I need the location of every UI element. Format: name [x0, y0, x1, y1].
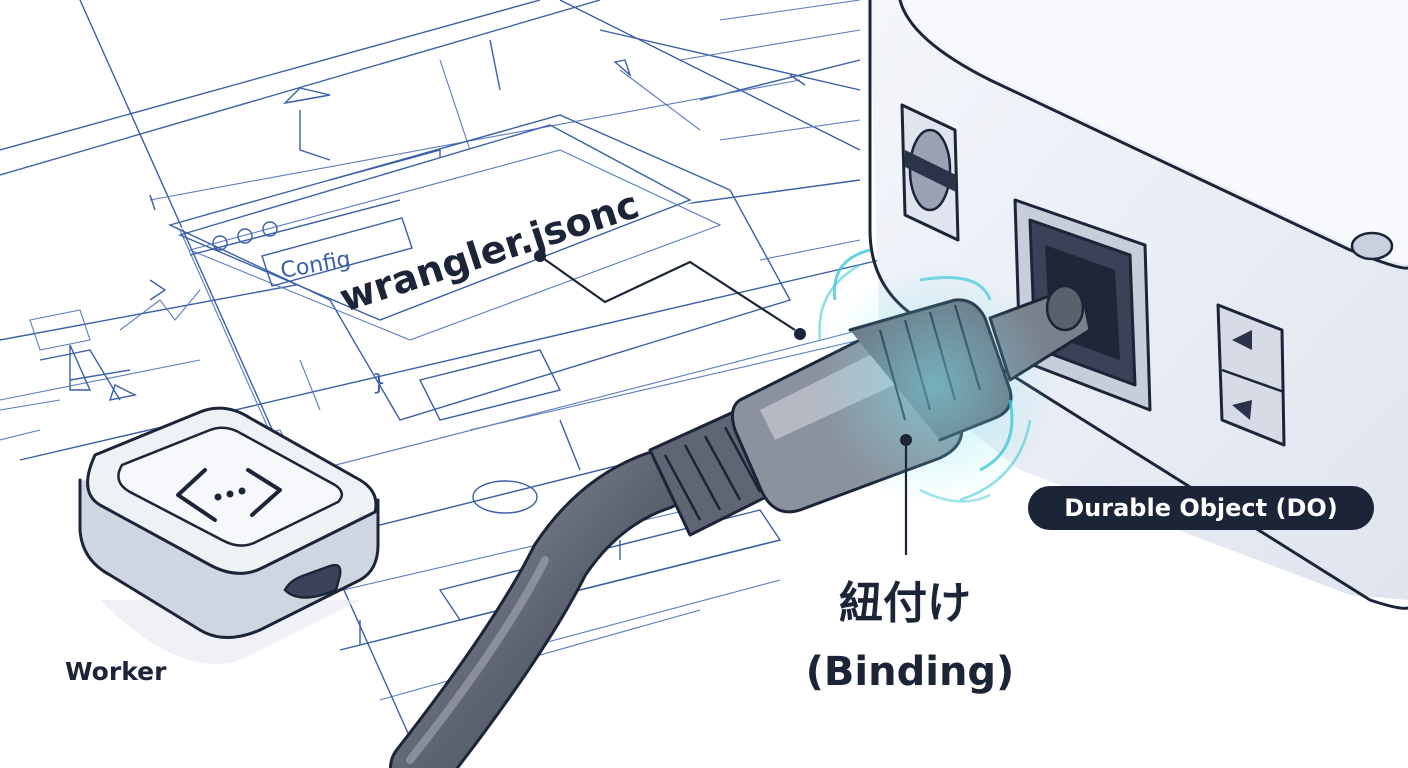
binding-glow	[815, 248, 1055, 505]
binding-leader-line	[900, 434, 912, 555]
blueprint-grid	[0, 0, 881, 761]
binding-cable	[389, 284, 1092, 768]
worker-device	[78, 406, 380, 664]
worker-label: Worker	[65, 657, 167, 686]
up-arrow-icon[interactable]	[1232, 330, 1252, 350]
worker-usb-port	[283, 563, 342, 599]
config-leader-line	[534, 250, 806, 340]
arrow-button-panel[interactable]	[1216, 303, 1286, 447]
durable-object-label: Durable Object (DO)	[1064, 494, 1337, 522]
binding-label-en: (Binding)	[806, 649, 1015, 695]
down-arrow-icon[interactable]	[1232, 400, 1252, 420]
durable-object-badge: Durable Object (DO)	[1028, 486, 1374, 530]
binding-label-ja: 紐付け	[839, 578, 971, 629]
side-vent-panel	[900, 103, 960, 242]
code-brackets-icon	[176, 468, 282, 522]
config-brace: }	[372, 371, 386, 396]
